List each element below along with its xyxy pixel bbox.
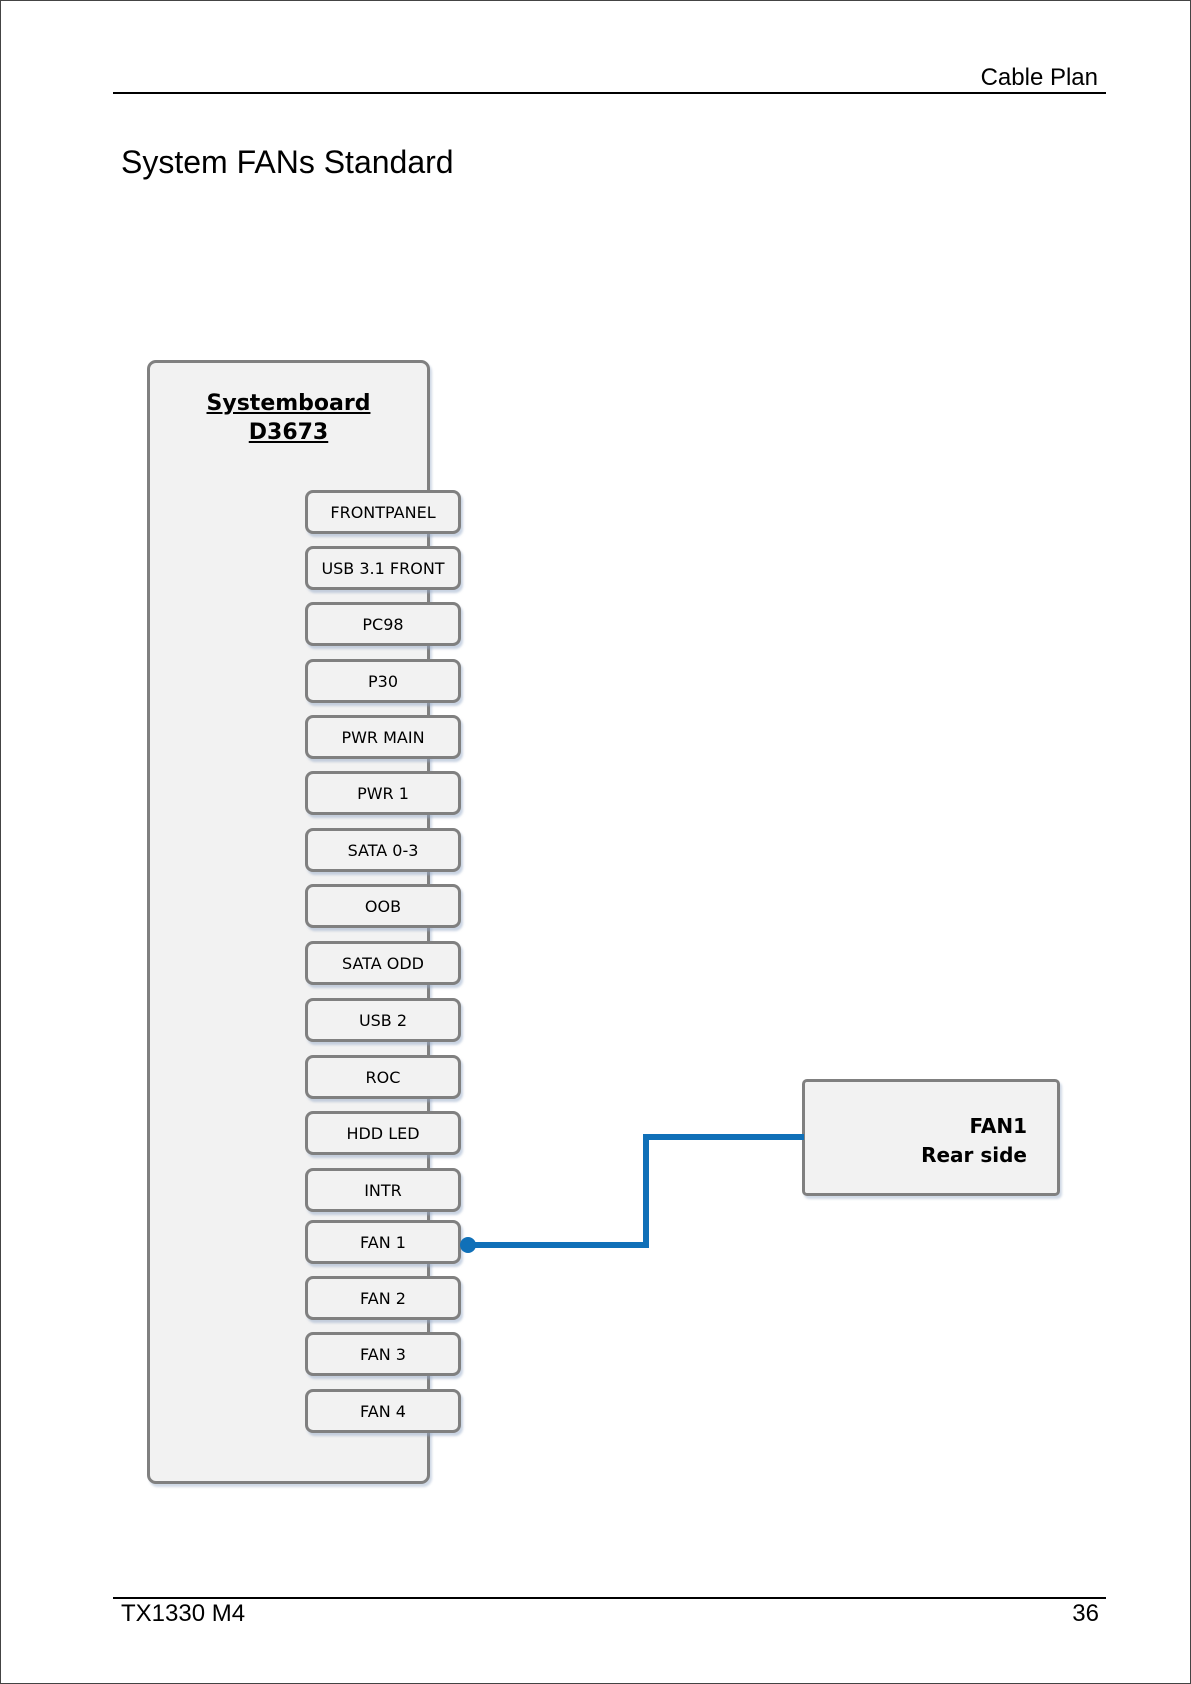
systemboard-title: Systemboard D3673 bbox=[150, 389, 427, 447]
connector-sata-0-3[interactable]: SATA 0-3 bbox=[305, 828, 461, 872]
fan1-label-line1: FAN1 bbox=[921, 1112, 1027, 1141]
connector-fan1[interactable]: FAN 1 bbox=[305, 1220, 461, 1264]
connector-hdd-led[interactable]: HDD LED bbox=[305, 1111, 461, 1155]
fan1-label-line2: Rear side bbox=[921, 1141, 1027, 1170]
connector-p30[interactable]: P30 bbox=[305, 659, 461, 703]
footer-rule bbox=[113, 1597, 1106, 1599]
systemboard-title-line1: Systemboard bbox=[150, 389, 427, 418]
connector-frontpanel[interactable]: FRONTPANEL bbox=[305, 490, 461, 534]
connector-intr[interactable]: INTR bbox=[305, 1168, 461, 1212]
footer-page-number: 36 bbox=[1072, 1600, 1099, 1628]
connector-sata-odd[interactable]: SATA ODD bbox=[305, 941, 461, 985]
connector-pwr1[interactable]: PWR 1 bbox=[305, 771, 461, 815]
fan1-box[interactable]: FAN1 Rear side bbox=[802, 1079, 1060, 1196]
connector-oob[interactable]: OOB bbox=[305, 884, 461, 928]
connector-pc98[interactable]: PC98 bbox=[305, 602, 461, 646]
connector-fan4[interactable]: FAN 4 bbox=[305, 1389, 461, 1433]
header-rule bbox=[113, 92, 1106, 94]
connector-roc[interactable]: ROC bbox=[305, 1055, 461, 1099]
connector-usb2[interactable]: USB 2 bbox=[305, 998, 461, 1042]
connector-pwr-main[interactable]: PWR MAIN bbox=[305, 715, 461, 759]
fan1-label: FAN1 Rear side bbox=[921, 1112, 1027, 1170]
systemboard-title-line2: D3673 bbox=[150, 418, 427, 447]
header-title: Cable Plan bbox=[981, 64, 1098, 92]
footer-model: TX1330 M4 bbox=[121, 1600, 245, 1628]
connector-fan2[interactable]: FAN 2 bbox=[305, 1276, 461, 1320]
page-heading: System FANs Standard bbox=[121, 144, 454, 181]
connector-usb31-front[interactable]: USB 3.1 FRONT bbox=[305, 546, 461, 590]
connector-fan3[interactable]: FAN 3 bbox=[305, 1332, 461, 1376]
